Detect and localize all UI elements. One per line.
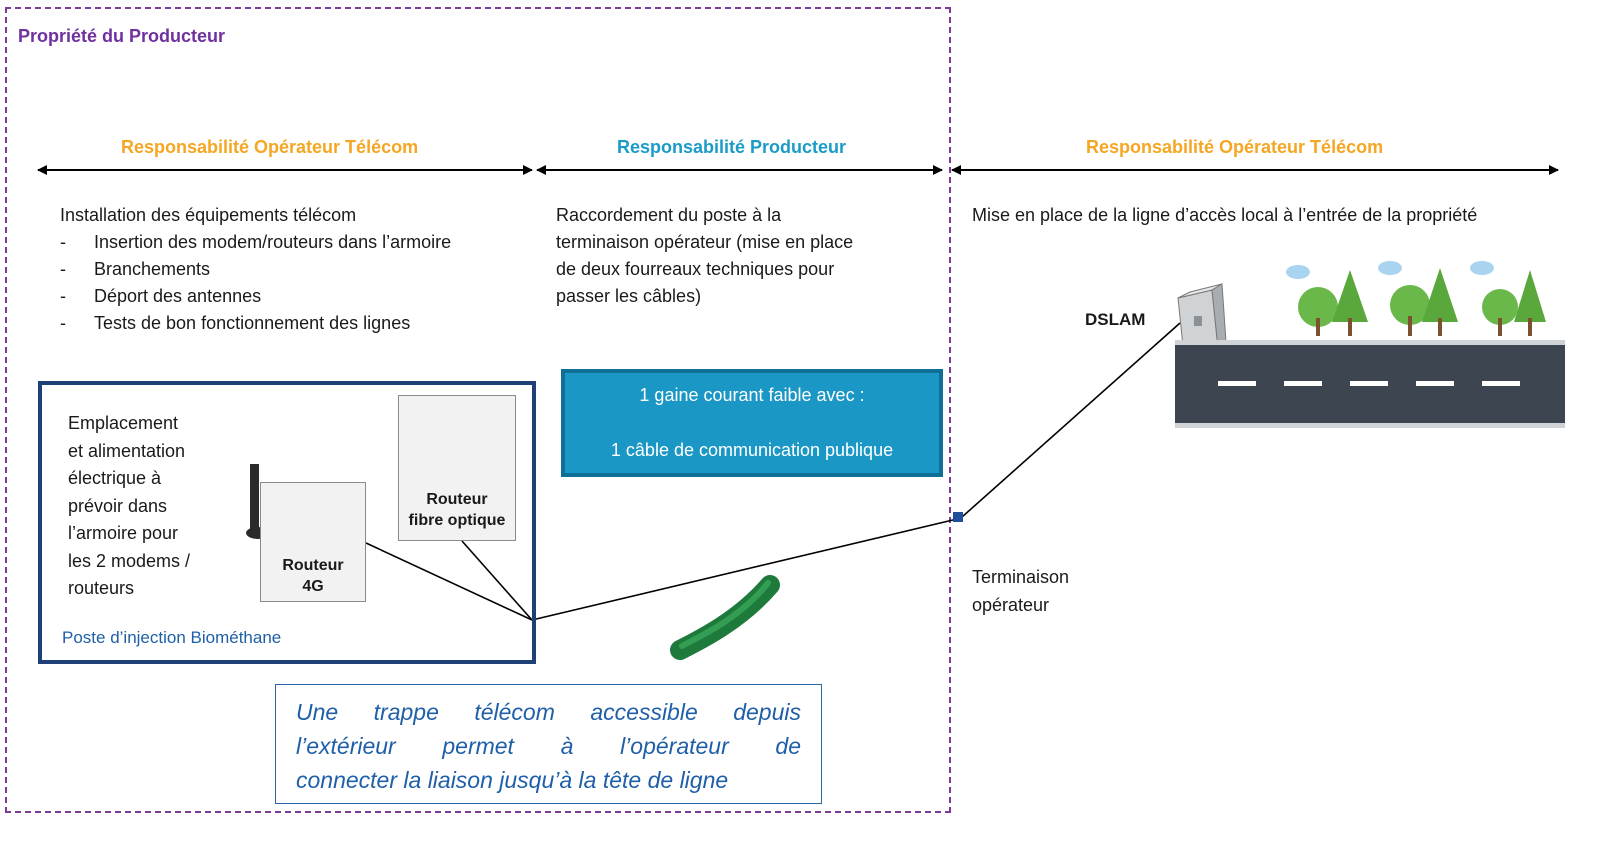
zone-label-operator-left: Responsabilité Opérateur Télécom — [121, 137, 419, 157]
router-fibre-label-line: Routeur — [426, 491, 488, 508]
line-junction-to-terminaison — [531, 518, 958, 621]
install-heading: Installation des équipements télécom — [60, 205, 357, 225]
terminaison-line: Terminaison — [972, 567, 1070, 587]
property-boundary — [5, 7, 951, 813]
property-title: Propriété du Producteur — [18, 26, 226, 46]
install-item: Insertion des modem/routeurs dans l’armo… — [60, 229, 540, 256]
poste-line: les 2 modems / — [68, 550, 191, 571]
line-terminaison-to-dslam — [961, 322, 1181, 518]
router-4g-label-line: Routeur — [282, 557, 344, 574]
terminaison-line: opérateur — [972, 595, 1050, 615]
router-4g-box: Routeur 4G — [260, 482, 366, 602]
router-fibre-label: Routeur fibre optique — [399, 489, 515, 531]
poste-line: prévoir dans — [68, 495, 168, 516]
install-item: Déport des antennes — [60, 283, 540, 310]
trappe-line: l’extérieur permet à l’opérateur de — [296, 733, 801, 759]
install-item: Tests de bon fonctionnement des lignes — [60, 310, 540, 337]
trappe-note: Une trappe télécom accessible depuis l’e… — [275, 684, 822, 804]
trappe-line: Une trappe télécom accessible depuis — [296, 699, 801, 725]
gaine-box: 1 gaine courant faible avec : 1 câble de… — [561, 369, 943, 477]
poste-line: Emplacement — [68, 413, 179, 433]
poste-injection-box — [38, 381, 536, 664]
poste-line: électrique à — [68, 468, 162, 488]
router-4g-label-line: 4G — [302, 578, 324, 595]
raccordement-line: Raccordement du poste à la — [556, 205, 782, 225]
install-list: Insertion des modem/routeurs dans l’armo… — [60, 229, 540, 337]
poste-line: l’armoire pour — [68, 523, 179, 543]
terminaison-square — [953, 512, 963, 522]
mise-en-place-text: Mise en place de la ligne d’accès local … — [972, 205, 1478, 225]
line-4g-to-junction — [365, 542, 533, 621]
line-fibre-to-junction — [461, 540, 533, 621]
raccordement-line: terminaison opérateur (mise en place — [556, 232, 854, 252]
install-block: Installation des équipements télécom Ins… — [60, 202, 540, 337]
trappe-line: connecter la liaison jusqu’à la tête de … — [296, 767, 729, 793]
terminaison-label: Terminaison opérateur — [972, 563, 1069, 619]
road-icon — [1175, 340, 1565, 428]
zone-label-operator-right: Responsabilité Opérateur Télécom — [1086, 137, 1384, 157]
dslam-label: DSLAM — [1085, 310, 1146, 329]
router-fibre-box: Routeur fibre optique — [398, 395, 516, 541]
raccordement-line: de deux fourreaux techniques pour — [556, 259, 835, 279]
raccordement-line: passer les câbles) — [556, 286, 702, 306]
trees-icon — [1286, 261, 1546, 336]
poste-line: routeurs — [68, 578, 135, 598]
raccordement-block: Raccordement du poste à la terminaison o… — [556, 202, 946, 310]
router-fibre-label-line: fibre optique — [408, 512, 506, 529]
router-4g-label: Routeur 4G — [261, 555, 365, 597]
zone-label-producer: Responsabilité Producteur — [617, 137, 847, 157]
gaine-line-1: 1 gaine courant faible avec : — [639, 385, 865, 405]
poste-label: Poste d’injection Biométhane — [62, 628, 282, 647]
poste-line: et alimentation — [68, 440, 186, 461]
install-item: Branchements — [60, 256, 540, 283]
poste-description: Emplacement et alimentation électrique à… — [68, 410, 238, 603]
gaine-line-2: 1 câble de communication publique — [610, 440, 894, 460]
